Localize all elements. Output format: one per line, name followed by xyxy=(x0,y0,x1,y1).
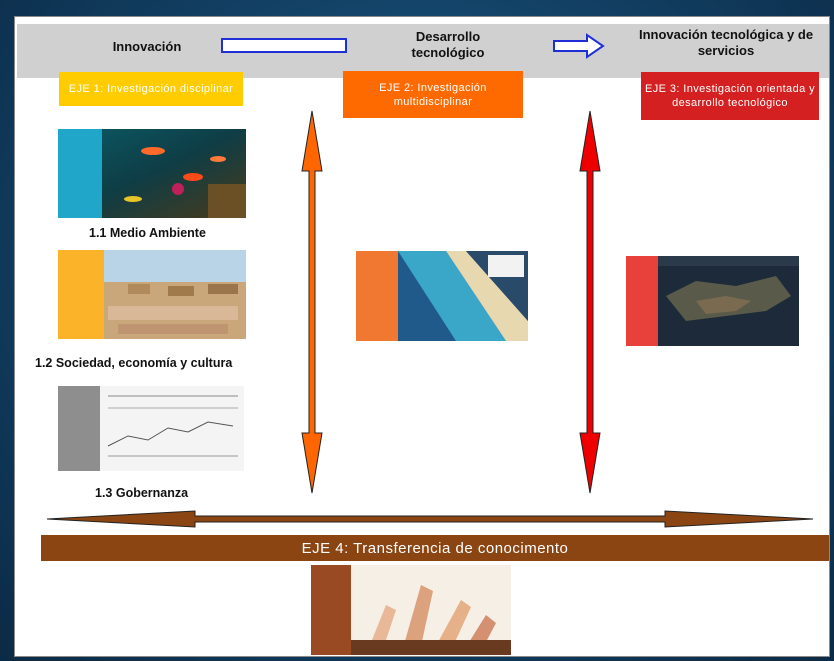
multidisciplinar-image xyxy=(356,251,528,341)
right-arrow-icon xyxy=(221,38,347,53)
desarrollo-tecnologico-image xyxy=(626,256,799,346)
block-arrow-icon xyxy=(553,33,605,59)
eje4-banner: EJE 4: Transferencia de conocimento xyxy=(41,535,829,561)
horizontal-double-arrow-icon xyxy=(46,510,814,528)
vertical-red-double-arrow-icon xyxy=(579,110,601,494)
eje2-box: EJE 2: Investigación multidisciplinar xyxy=(343,71,523,118)
slide: Innovación Desarrollo tecnológico Innova… xyxy=(14,16,830,657)
sociedad-image xyxy=(58,250,246,339)
header-innovacion-tecnologica: Innovación tecnológica y de servicios xyxy=(638,27,814,58)
gobernanza-image xyxy=(58,386,244,471)
header-innovacion: Innovación xyxy=(112,39,182,54)
eje3-box: EJE 3: Investigación orientada y desarro… xyxy=(641,72,819,120)
transferencia-image xyxy=(311,565,511,655)
medio-ambiente-image xyxy=(58,129,246,218)
eje1-box: EJE 1: Investigación disciplinar xyxy=(59,72,243,106)
caption-gobernanza: 1.3 Gobernanza xyxy=(95,486,189,500)
header-desarrollo: Desarrollo tecnológico xyxy=(411,29,485,60)
caption-medio-ambiente: 1.1 Medio Ambiente xyxy=(89,226,206,240)
header-bar xyxy=(17,24,829,78)
vertical-orange-double-arrow-icon xyxy=(301,110,323,494)
caption-sociedad: 1.2 Sociedad, economía y cultura xyxy=(35,356,233,370)
